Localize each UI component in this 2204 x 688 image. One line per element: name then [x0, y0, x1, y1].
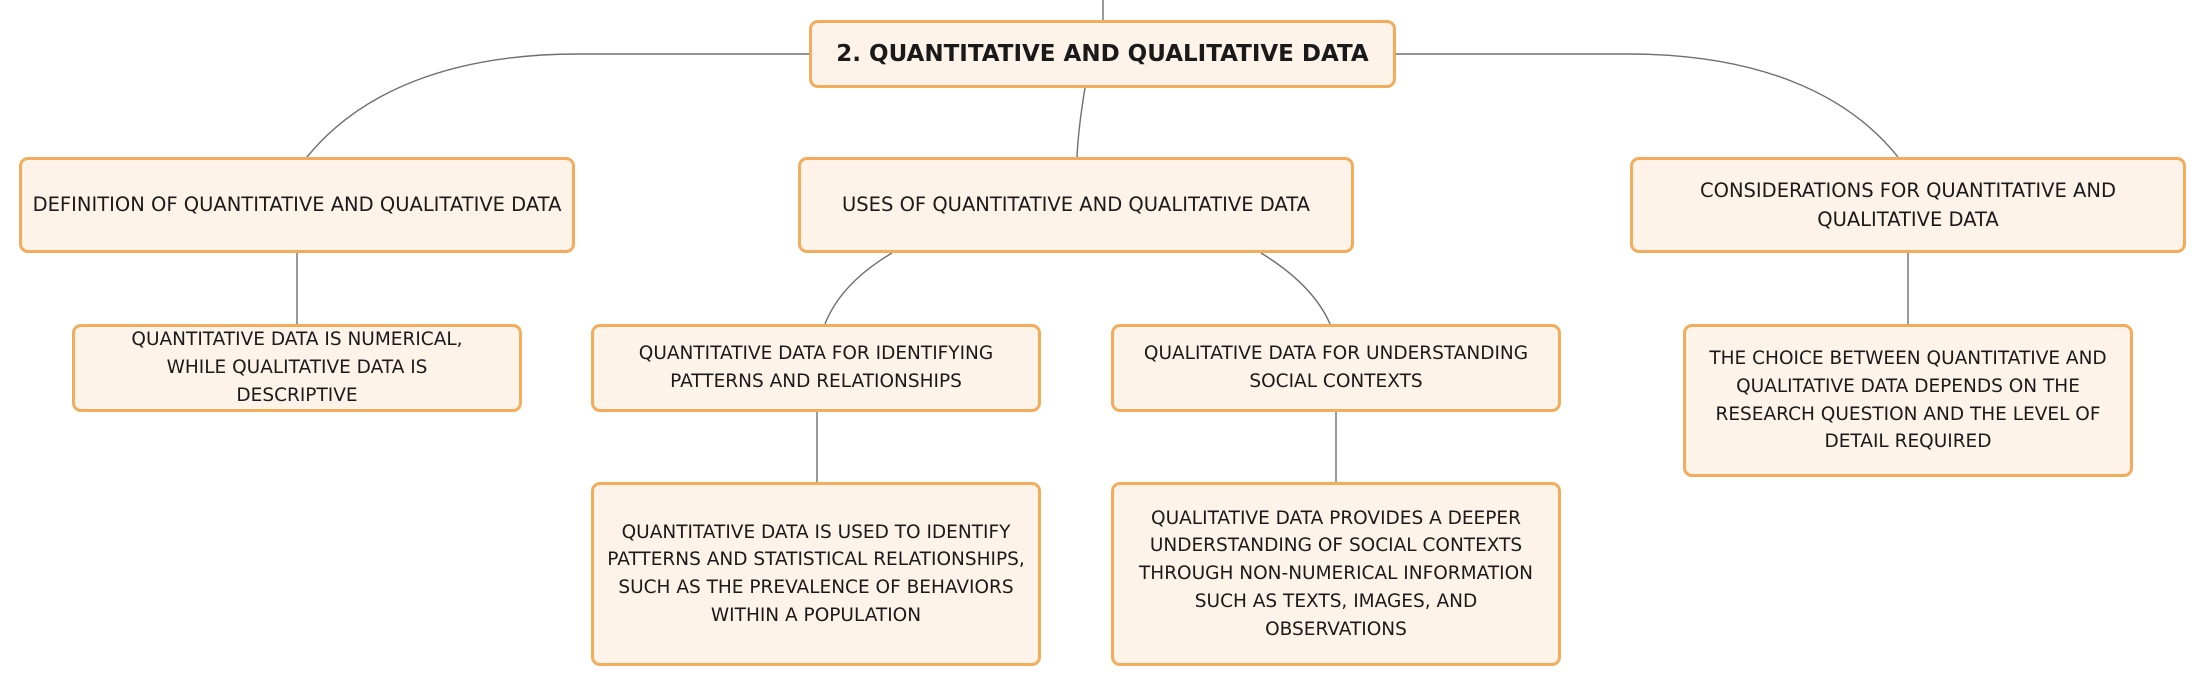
connector-root-definition [306, 53, 809, 158]
qualitative-contexts-label: QUALITATIVE DATA FOR UNDERSTANDING SOCIA… [1143, 343, 1529, 392]
connector-root-considerations [1396, 53, 1899, 158]
considerations-child-label: THE CHOICE BETWEEN QUANTITATIVE AND QUAL… [1709, 348, 2107, 453]
root-node[interactable]: 2. QUANTITATIVE AND QUALITATIVE DATA [809, 20, 1396, 88]
considerations-child-node[interactable]: THE CHOICE BETWEEN QUANTITATIVE AND QUAL… [1683, 324, 2133, 477]
quantitative-patterns-label: QUANTITATIVE DATA FOR IDENTIFYING PATTER… [638, 343, 994, 392]
qualitative-detail-node[interactable]: QUALITATIVE DATA PROVIDES A DEEPER UNDER… [1111, 482, 1561, 666]
root-node-label: 2. QUANTITATIVE AND QUALITATIVE DATA [836, 40, 1369, 67]
connector-uses-quantitative [824, 252, 893, 325]
considerations-node-label: CONSIDERATIONS FOR QUANTITATIVE AND QUAL… [1700, 178, 2116, 231]
uses-node-label: USES OF QUANTITATIVE AND QUALITATIVE DAT… [842, 193, 1310, 217]
quantitative-patterns-node[interactable]: QUANTITATIVE DATA FOR IDENTIFYING PATTER… [591, 324, 1041, 412]
definition-node[interactable]: DEFINITION OF QUANTITATIVE AND QUALITATI… [19, 157, 575, 253]
quantitative-detail-node[interactable]: QUANTITATIVE DATA IS USED TO IDENTIFY PA… [591, 482, 1041, 666]
definition-child-label: QUANTITATIVE DATA IS NUMERICAL, WHILE QU… [131, 329, 463, 406]
considerations-node[interactable]: CONSIDERATIONS FOR QUANTITATIVE AND QUAL… [1630, 157, 2186, 253]
qualitative-contexts-node[interactable]: QUALITATIVE DATA FOR UNDERSTANDING SOCIA… [1111, 324, 1561, 412]
qualitative-detail-label: QUALITATIVE DATA PROVIDES A DEEPER UNDER… [1138, 507, 1533, 640]
definition-node-label: DEFINITION OF QUANTITATIVE AND QUALITATI… [32, 193, 562, 217]
quantitative-detail-label: QUANTITATIVE DATA IS USED TO IDENTIFY PA… [607, 521, 1025, 626]
connector-root-uses [1076, 87, 1086, 158]
definition-child-node[interactable]: QUANTITATIVE DATA IS NUMERICAL, WHILE QU… [72, 324, 522, 412]
connector-uses-qualitative [1260, 252, 1331, 325]
uses-node[interactable]: USES OF QUANTITATIVE AND QUALITATIVE DAT… [798, 157, 1354, 253]
